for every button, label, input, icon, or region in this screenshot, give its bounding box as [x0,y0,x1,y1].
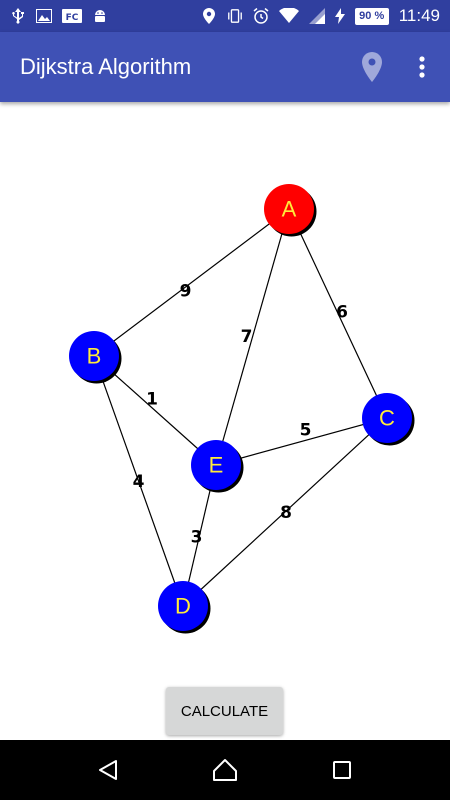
node-E[interactable]: E [191,440,244,493]
edge-weight-A-B: 9 [180,282,192,302]
app-bar: Dijkstra Algorithm [0,32,450,102]
home-icon[interactable] [201,746,249,794]
node-label-E: E [209,453,224,478]
node-label-C: C [379,406,395,431]
node-A[interactable]: A [264,184,317,237]
edge-weight-A-E: 7 [241,327,253,347]
fc-label: FC [66,13,79,23]
back-icon[interactable] [84,746,132,794]
status-time: 11:49 [398,6,440,25]
node-circle-E[interactable] [191,440,241,490]
edge-weight-C-D: 8 [280,503,292,523]
android-icon [92,8,108,24]
app-actions [360,52,434,82]
node-circle-C[interactable] [362,393,412,443]
node-D[interactable]: D [158,581,211,634]
edge-weight-E-C: 5 [300,421,312,441]
navigation-bar [0,740,450,800]
node-label-A: A [282,197,297,222]
node-circle-D[interactable] [158,581,208,631]
node-label-D: D [175,594,191,619]
edge-C-D [182,417,388,607]
node-label-B: B [87,344,102,369]
node-B[interactable]: B [69,331,122,384]
node-circle-B[interactable] [69,331,119,381]
edge-E-C [215,417,388,466]
edges-layer: 9 7 6 1 4 5 3 8 [93,208,388,607]
usb-icon [10,8,26,24]
wifi-icon [278,8,299,24]
edge-A-B [93,208,290,357]
charging-icon [334,8,345,24]
edge-A-C [288,208,388,419]
node-C[interactable]: C [362,393,415,446]
edge-weight-E-D: 3 [191,528,203,548]
fc-icon: FC [62,8,82,24]
nodes-layer: A B C D E [69,184,415,634]
calculate-button[interactable]: CALCULATE [166,687,283,735]
signal-icon [308,8,325,24]
status-bar: FC 90 % 11:49 [0,0,450,32]
more-vert-icon[interactable] [410,52,434,82]
location-pin-icon[interactable] [360,52,384,82]
edge-weight-B-E: 1 [146,390,158,410]
node-circle-A[interactable] [264,184,314,234]
graph-svg: 9 7 6 1 4 5 3 8 A B C D E [69,184,415,634]
edge-A-E [215,208,290,466]
app-title: Dijkstra Algorithm [20,54,192,79]
image-icon [36,8,52,24]
status-right-icons: 90 % 11:49 [201,6,440,26]
edge-B-D [93,355,184,607]
vibrate-icon [227,8,243,24]
edge-weight-A-C: 6 [336,303,348,323]
location-icon [201,8,217,24]
edge-weight-B-D: 4 [133,472,145,492]
graph-canvas: 9 7 6 1 4 5 3 8 A B C D E [0,102,450,682]
status-left-icons: FC [10,8,108,24]
recents-icon[interactable] [318,746,366,794]
battery-indicator: 90 % [354,7,389,25]
alarm-icon [253,8,269,24]
